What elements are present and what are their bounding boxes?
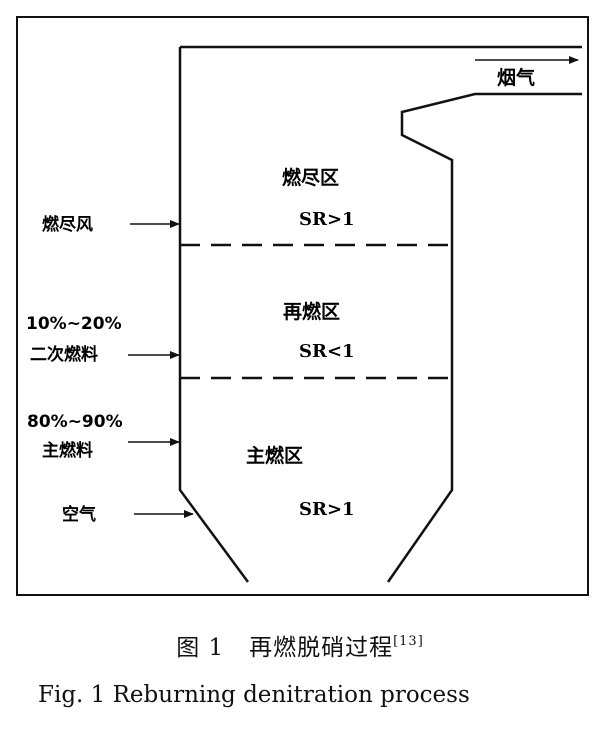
figure-caption-chinese: 图 1 再燃脱硝过程[13] — [0, 628, 600, 662]
burnout-zone-sr: SR>1 — [299, 209, 355, 230]
reburn-zone-sr: SR<1 — [299, 341, 355, 362]
reburn-fuel-label: 二次燃料 — [30, 344, 98, 365]
figure-frame — [16, 16, 589, 596]
caption-figure-number: 图 1 — [176, 635, 225, 661]
caption-title-cn: 再燃脱硝过程 — [249, 635, 394, 661]
burnout-zone-label: 燃尽区 — [282, 166, 339, 189]
flue-gas-label: 烟气 — [497, 66, 535, 89]
air-label: 空气 — [62, 504, 96, 525]
main-zone-label: 主燃区 — [246, 444, 303, 467]
figure-caption-english: Fig. 1 Reburning denitration process — [38, 682, 470, 708]
main-zone-sr: SR>1 — [299, 499, 355, 520]
reburn-fuel-pct-label: 10%~20% — [26, 314, 122, 334]
caption-reference: [13] — [393, 634, 424, 649]
reburning-process-diagram: 烟气 燃尽区 SR>1 再燃区 SR<1 主燃区 SR>1 燃尽风 10%~20… — [16, 16, 589, 596]
main-fuel-label: 主燃料 — [42, 440, 93, 461]
reburn-zone-label: 再燃区 — [283, 300, 340, 323]
burnout-air-label: 燃尽风 — [42, 214, 93, 235]
main-fuel-pct-label: 80%~90% — [27, 412, 123, 432]
furnace-outline — [178, 45, 582, 583]
